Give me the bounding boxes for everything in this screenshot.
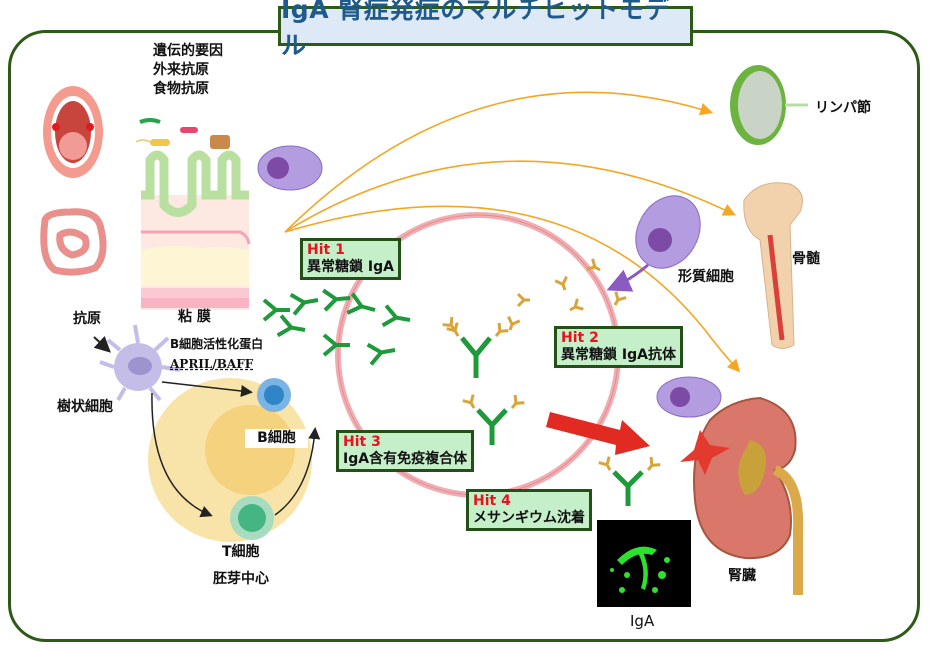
immune-complex-icons (445, 321, 662, 506)
b-cell-label: B細胞 (245, 429, 308, 448)
hit-4-number: Hit 4 (473, 493, 511, 509)
b-cell-icon (257, 378, 291, 412)
plasma-cell-right-icon (635, 195, 701, 269)
antigen-arrow (93, 335, 111, 353)
plasma-cell-kidney-icon (656, 376, 722, 418)
diagram-title: IgA 腎症発症のマルチヒットモデル (278, 0, 693, 60)
germinal-center-label: 胚芽中心 (213, 571, 269, 587)
orange-migration-arrows (284, 91, 741, 373)
mouth-icon (43, 86, 103, 178)
bone-marrow-label: 骨髄 (792, 251, 820, 267)
hit-3-box: Hit 3 IgA含有免疫複合体 (336, 430, 475, 472)
t-cell-icon (230, 496, 274, 540)
baff-label: B細胞活性化蛋白 (170, 337, 264, 351)
hit-2-text: 異常糖鎖 IgA抗体 (561, 347, 676, 363)
hit-4-text: メサンギウム沈着 (473, 510, 585, 526)
tcell-to-bcell-arrow (274, 427, 321, 516)
dc-to-bcell-arrow (161, 381, 253, 397)
dc-to-tcell-arrow (151, 392, 213, 518)
hit-2-number: Hit 2 (561, 330, 599, 346)
hit-2-box: Hit 2 異常糖鎖 IgA抗体 (554, 326, 683, 368)
kidney-icon (693, 396, 804, 595)
hit-3-text: IgA含有免疫複合体 (343, 451, 468, 467)
dendritic-cell-icon (99, 324, 181, 402)
april-baff-label: APRIL/BAFF (170, 357, 254, 371)
microbe-icons (135, 118, 230, 149)
factor-genetic: 遺伝的要因 (153, 43, 223, 59)
factor-food-antigen: 食物抗原 (153, 81, 209, 97)
hit-1-box: Hit 1 異常糖鎖 IgA (300, 238, 401, 280)
hit-1-text: 異常糖鎖 IgA (307, 259, 394, 275)
factor-foreign-antigen: 外来抗原 (153, 62, 209, 78)
plasma-cell-label: 形質細胞 (678, 269, 734, 285)
antigen-label: 抗原 (73, 311, 101, 327)
autoantibody-icons (441, 257, 628, 336)
red-arrow (546, 412, 650, 455)
iga-stain-pattern (610, 546, 670, 593)
iga-immunofluorescence-image (597, 520, 691, 607)
dendritic-cell-label: 樹状細胞 (57, 399, 113, 415)
hit-3-number: Hit 3 (343, 434, 381, 450)
lymph-node-icon (730, 65, 808, 145)
mucosa-icon (141, 150, 251, 310)
injury-star-icon (680, 430, 730, 475)
iga-image-label: IgA (630, 612, 655, 630)
intestine-icon (40, 208, 107, 276)
purple-arrow (606, 263, 649, 292)
t-cell-label: T細胞 (218, 543, 264, 562)
mucosa-label: 粘 膜 (178, 309, 211, 325)
hit-1-number: Hit 1 (307, 242, 345, 258)
lymph-node-label: リンパ節 (815, 100, 871, 116)
bone-marrow-icon (743, 182, 803, 349)
kidney-label: 腎臓 (728, 568, 756, 584)
hit-4-box: Hit 4 メサンギウム沈着 (466, 489, 592, 531)
plasma-cell-icon (257, 145, 323, 191)
